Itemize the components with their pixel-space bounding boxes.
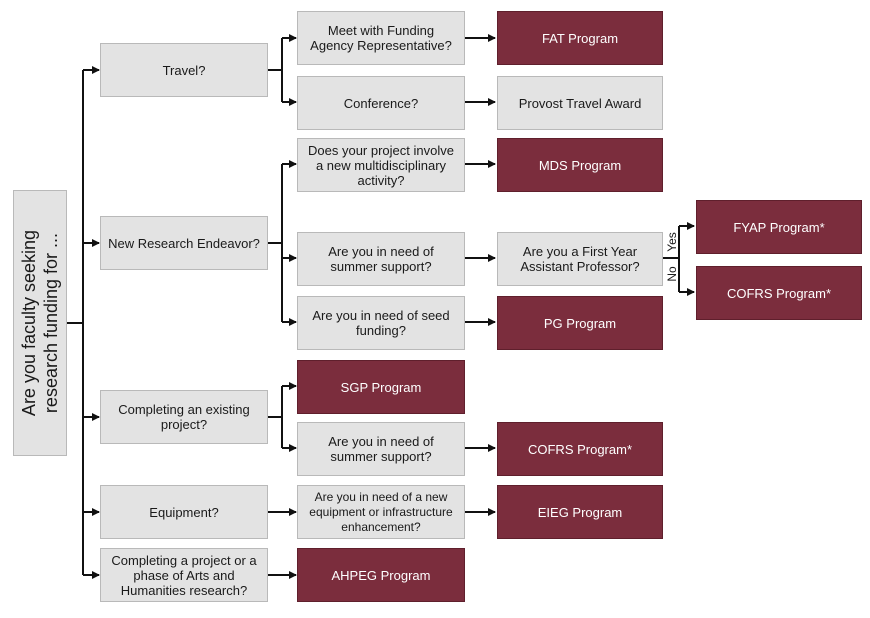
question-first-year: Are you a First Year Assistant Professor… — [497, 232, 663, 286]
program-sgp: SGP Program — [297, 360, 465, 414]
question-equipment-need: Are you in need of a new equipment or in… — [297, 485, 465, 539]
question-meet-funding: Meet with Funding Agency Representative? — [297, 11, 465, 65]
root-question: Are you faculty seeking research funding… — [13, 190, 67, 456]
question-summer-support: Are you in need of summer support? — [297, 232, 465, 286]
question-seed-funding: Are you in need of seed funding? — [297, 296, 465, 350]
program-cofrs: COFRS Program* — [696, 266, 862, 320]
program-ahpeg: AHPEG Program — [297, 548, 465, 602]
category-new-research: New Research Endeavor? — [100, 216, 268, 270]
program-eieg: EIEG Program — [497, 485, 663, 539]
category-arts-humanities: Completing a project or a phase of Arts … — [100, 548, 268, 602]
category-equipment: Equipment? — [100, 485, 268, 539]
program-fyap: FYAP Program* — [696, 200, 862, 254]
program-pg: PG Program — [497, 296, 663, 350]
question-summer-support-2: Are you in need of summer support? — [297, 422, 465, 476]
question-multidisciplinary: Does your project involve a new multidis… — [297, 138, 465, 192]
edge-label-yes: Yes — [665, 232, 679, 252]
question-conference: Conference? — [297, 76, 465, 130]
root-question-label: Are you faculty seeking research funding… — [19, 229, 61, 417]
category-travel: Travel? — [100, 43, 268, 97]
program-cofrs-2: COFRS Program* — [497, 422, 663, 476]
category-completing-project: Completing an existing project? — [100, 390, 268, 444]
program-mds: MDS Program — [497, 138, 663, 192]
edge-label-no: No — [665, 266, 679, 282]
program-provost-travel: Provost Travel Award — [497, 76, 663, 130]
program-fat: FAT Program — [497, 11, 663, 65]
